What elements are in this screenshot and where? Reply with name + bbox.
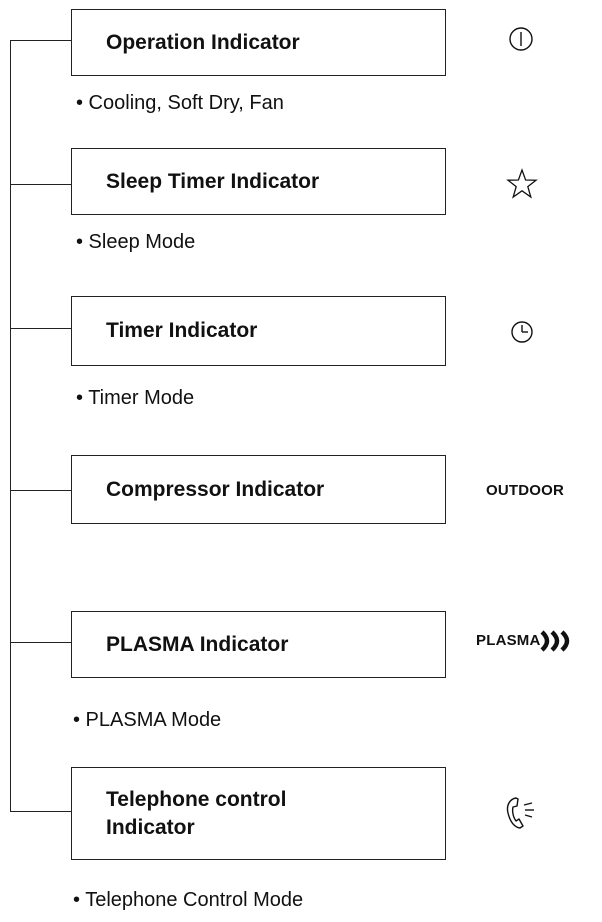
telephone-control-indicator-description: • Telephone Control Mode (73, 889, 304, 911)
compressor-indicator-title: Compressor Indicator (106, 477, 325, 501)
plasma-waves-icon (536, 629, 598, 653)
clock-icon (508, 318, 536, 346)
plasma-indicator-box: PLASMA Indicator (71, 611, 446, 678)
connector-branch (10, 490, 71, 491)
plasma-indicator-title: PLASMA Indicator (106, 632, 289, 656)
outdoor-label: OUTDOOR (486, 482, 565, 499)
timer-indicator-description: • Timer Mode (76, 387, 195, 409)
plasma-indicator-description: • PLASMA Mode (73, 709, 222, 731)
timer-indicator-box: Timer Indicator (71, 296, 446, 366)
connector-trunk (10, 40, 11, 811)
telephone-control-indicator-title: Telephone control Indicator (106, 786, 286, 842)
sleep-timer-indicator-box: Sleep Timer Indicator (71, 148, 446, 215)
telephone-control-title-line2: Indicator (106, 815, 195, 839)
star-icon (505, 167, 539, 201)
telephone-control-title-line1: Telephone control (106, 787, 287, 811)
connector-branch (10, 811, 71, 812)
sleep-timer-indicator-description: • Sleep Mode (76, 231, 196, 253)
power-icon (506, 24, 536, 54)
operation-indicator-description: • Cooling, Soft Dry, Fan (76, 92, 284, 114)
compressor-indicator-box: Compressor Indicator (71, 455, 446, 524)
operation-indicator-box: Operation Indicator (71, 9, 446, 76)
telephone-control-indicator-box: Telephone control Indicator (71, 767, 446, 860)
sleep-timer-indicator-title: Sleep Timer Indicator (106, 169, 320, 193)
connector-branch (10, 184, 71, 185)
connector-branch (10, 642, 71, 643)
timer-indicator-title: Timer Indicator (106, 319, 258, 342)
connector-branch (10, 40, 71, 41)
operation-indicator-title: Operation Indicator (106, 30, 300, 54)
connector-branch (10, 328, 71, 329)
plasma-label: PLASMA (476, 632, 541, 649)
telephone-icon (502, 795, 542, 831)
